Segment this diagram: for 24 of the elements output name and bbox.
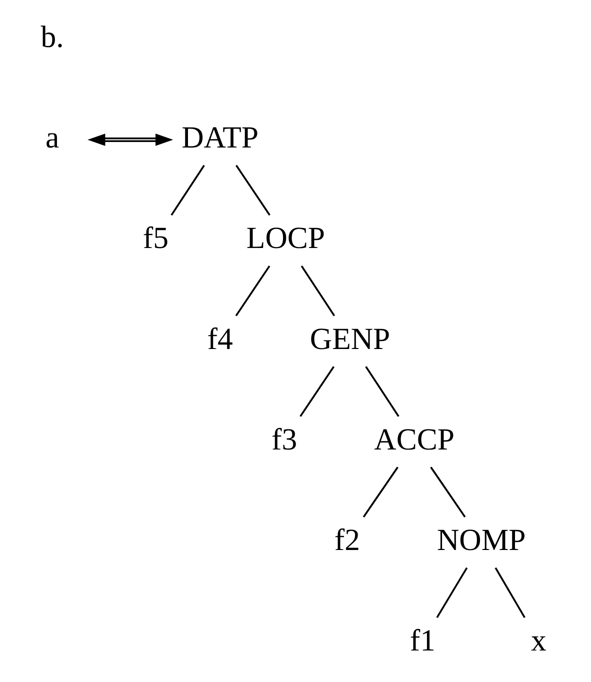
connector bbox=[300, 366, 335, 417]
connector bbox=[170, 164, 205, 216]
node-text: f5 bbox=[142, 221, 169, 256]
node-text: f3 bbox=[272, 422, 298, 456]
node-text: a bbox=[45, 120, 60, 155]
node-text: f2 bbox=[334, 523, 360, 558]
node-text: f1 bbox=[410, 624, 436, 658]
node-text: LOCP bbox=[246, 221, 325, 256]
node-text: NOMP bbox=[436, 523, 526, 558]
label: b. bbox=[40, 20, 64, 54]
connector bbox=[236, 164, 270, 216]
connector bbox=[494, 567, 526, 618]
node-text: x bbox=[530, 624, 546, 658]
connector bbox=[300, 265, 336, 316]
arrow bbox=[88, 134, 174, 146]
node-text: f4 bbox=[207, 322, 233, 356]
node-text: ACCP bbox=[374, 422, 454, 456]
node-text: DATP bbox=[182, 120, 258, 155]
connector bbox=[436, 567, 468, 618]
connector bbox=[430, 466, 466, 518]
connector bbox=[365, 366, 400, 417]
connector bbox=[235, 265, 270, 316]
connector bbox=[362, 466, 398, 518]
node-text: GENP bbox=[310, 322, 390, 356]
